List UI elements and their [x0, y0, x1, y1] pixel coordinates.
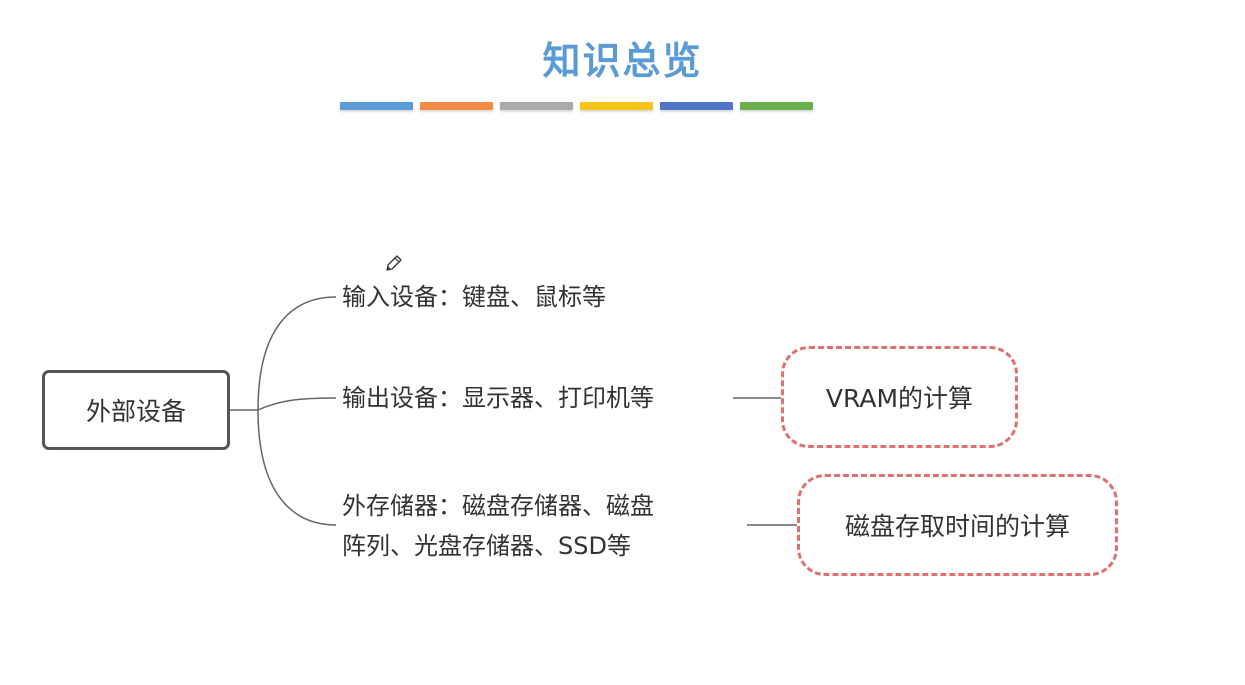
- root-node-external-devices: 外部设备: [42, 370, 230, 450]
- pencil-icon: [386, 255, 402, 271]
- root-node-label: 外部设备: [85, 397, 186, 426]
- branch-external-storage: 外存储器：磁盘存储器、磁盘 阵列、光盘存储器、SSD等: [342, 486, 654, 566]
- connector-input: [257, 296, 337, 411]
- branch-output-devices: 输出设备：显示器、打印机等: [342, 378, 654, 418]
- note-vram-label: VRAM的计算: [825, 384, 974, 413]
- color-bar-segment-1: [340, 102, 413, 110]
- title-underline-bar: [340, 102, 816, 110]
- connector-output: [257, 397, 337, 411]
- branch-input-label: 输入设备：键盘、鼠标等: [342, 283, 606, 311]
- note-disk-access-time: 磁盘存取时间的计算: [797, 474, 1118, 576]
- page-title: 知识总览: [542, 38, 703, 83]
- color-bar-segment-3: [500, 102, 573, 110]
- note-vram-calculation: VRAM的计算: [781, 346, 1018, 448]
- branch-output-label: 输出设备：显示器、打印机等: [342, 384, 654, 412]
- color-bar-segment-2: [420, 102, 493, 110]
- branch-input-devices: 输入设备：键盘、鼠标等: [342, 277, 606, 317]
- connector-storage: [257, 409, 337, 526]
- branch-storage-label-line1: 外存储器：磁盘存储器、磁盘: [342, 492, 654, 520]
- note-disk-label: 磁盘存取时间的计算: [844, 512, 1070, 541]
- color-bar-segment-6: [740, 102, 813, 110]
- color-bar-segment-4: [580, 102, 653, 110]
- color-bar-segment-5: [660, 102, 733, 110]
- branch-storage-label-line2: 阵列、光盘存储器、SSD等: [342, 532, 631, 560]
